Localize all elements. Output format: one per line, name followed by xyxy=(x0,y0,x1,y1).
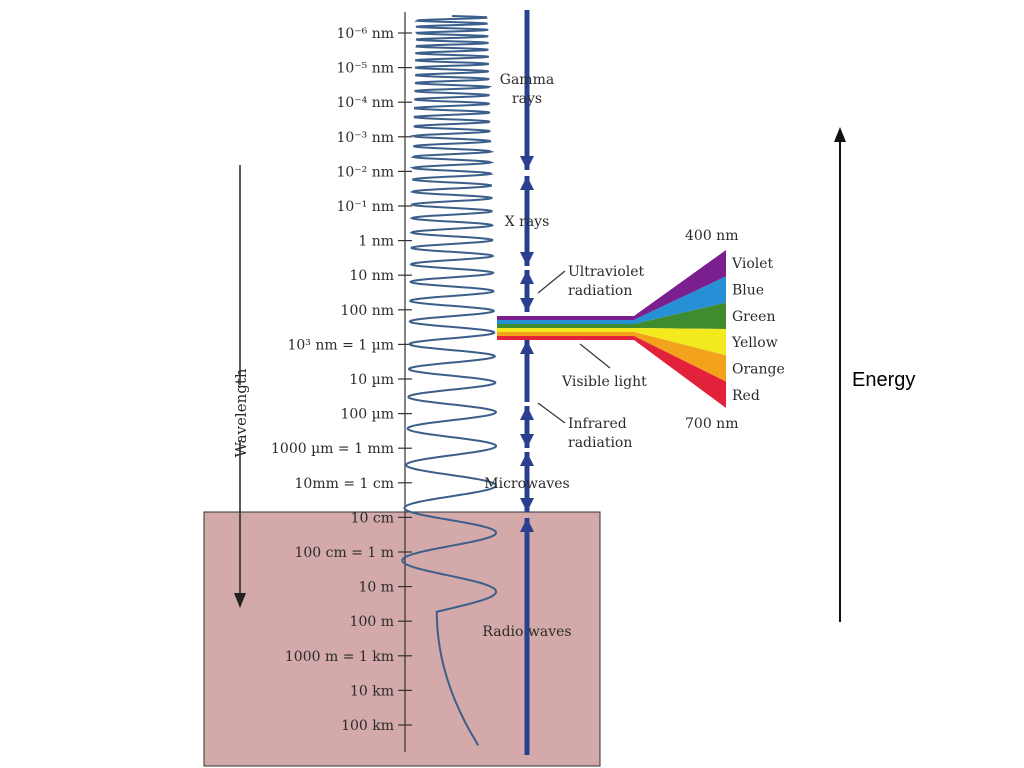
energy-arrow: Energy xyxy=(834,127,915,622)
color-label: Yellow xyxy=(731,335,778,351)
region-label-uv: radiation xyxy=(568,283,632,299)
tick-label: 10 cm xyxy=(351,510,394,526)
region-label-gamma: rays xyxy=(512,91,542,107)
color-label: Red xyxy=(732,388,760,404)
arrowhead-down xyxy=(520,156,534,170)
visible-bottom-label: 700 nm xyxy=(685,416,738,432)
color-label: Blue xyxy=(732,283,764,299)
band-violet xyxy=(497,250,726,320)
tick-label: 100 m xyxy=(350,614,394,630)
region-label-radio: Radio waves xyxy=(482,624,571,640)
tick-label: 100 µm xyxy=(340,407,394,423)
visible-top-label: 400 nm xyxy=(685,228,738,244)
arrowhead-up xyxy=(520,452,534,466)
energy-label: Energy xyxy=(852,369,915,391)
tick-label: 10 m xyxy=(358,580,394,596)
tick-label: 100 cm = 1 m xyxy=(294,545,394,561)
band-green xyxy=(497,302,726,329)
arrowhead-down xyxy=(520,298,534,312)
arrowhead-up xyxy=(520,406,534,420)
color-label: Violet xyxy=(731,256,774,272)
band-yellow xyxy=(497,328,726,356)
tick-label: 100 km xyxy=(341,718,394,734)
region-label-gamma: Gamma xyxy=(500,72,554,88)
radio-highlight-box xyxy=(203,511,601,767)
region-label-microwave: Microwaves xyxy=(484,476,569,492)
arrowhead-down xyxy=(520,252,534,266)
tick-label: 10⁻⁶ nm xyxy=(336,26,394,42)
region-label-infrared: radiation xyxy=(568,435,632,451)
region-label-uv: Ultraviolet xyxy=(568,264,645,280)
tick-label: 10⁻² nm xyxy=(336,164,394,180)
tick-label: 1000 m = 1 km xyxy=(285,649,394,665)
color-label: Orange xyxy=(732,362,785,378)
tick-label: 1 nm xyxy=(358,234,394,250)
tick-label: 10mm = 1 cm xyxy=(295,476,394,492)
arrowhead-up xyxy=(520,176,534,190)
arrowhead-down xyxy=(520,434,534,448)
band-orange xyxy=(497,332,726,382)
band-blue xyxy=(497,276,726,324)
spectrum-arrow xyxy=(520,10,534,755)
tick-label: 10⁻⁴ nm xyxy=(336,95,394,111)
arrowhead-up xyxy=(520,270,534,284)
tick-label: 1000 µm = 1 mm xyxy=(271,441,394,457)
tick-label: 100 nm xyxy=(341,303,394,319)
wavelength-arrow: Wavelength xyxy=(232,165,250,608)
color-label: Green xyxy=(732,309,775,325)
arrowhead-up xyxy=(520,340,534,354)
region-label-infrared: Infrared xyxy=(568,416,627,432)
tick-label: 10⁻¹ nm xyxy=(336,199,394,215)
region-label-xray: X rays xyxy=(505,214,550,230)
wave-curve xyxy=(401,15,498,746)
tick-label: 10 km xyxy=(350,683,394,699)
tick-label: 10 µm xyxy=(349,372,394,388)
wavelength-axis-label: Wavelength xyxy=(232,368,250,457)
tick-label: 10³ nm = 1 µm xyxy=(287,337,394,353)
arrowhead-down xyxy=(520,498,534,512)
tick-label: 10⁻³ nm xyxy=(336,130,394,146)
wavelength-ticks: 10⁻⁶ nm 10⁻⁵ nm 10⁻⁴ nm 10⁻³ nm 10⁻² nm 10⁻¹ … xyxy=(271,26,412,734)
tick-label: 10 nm xyxy=(349,268,394,284)
tick-label: 10⁻⁵ nm xyxy=(336,61,394,77)
band-red xyxy=(497,336,726,408)
region-label-visible: Visible light xyxy=(561,374,647,390)
arrowhead-up xyxy=(520,518,534,532)
